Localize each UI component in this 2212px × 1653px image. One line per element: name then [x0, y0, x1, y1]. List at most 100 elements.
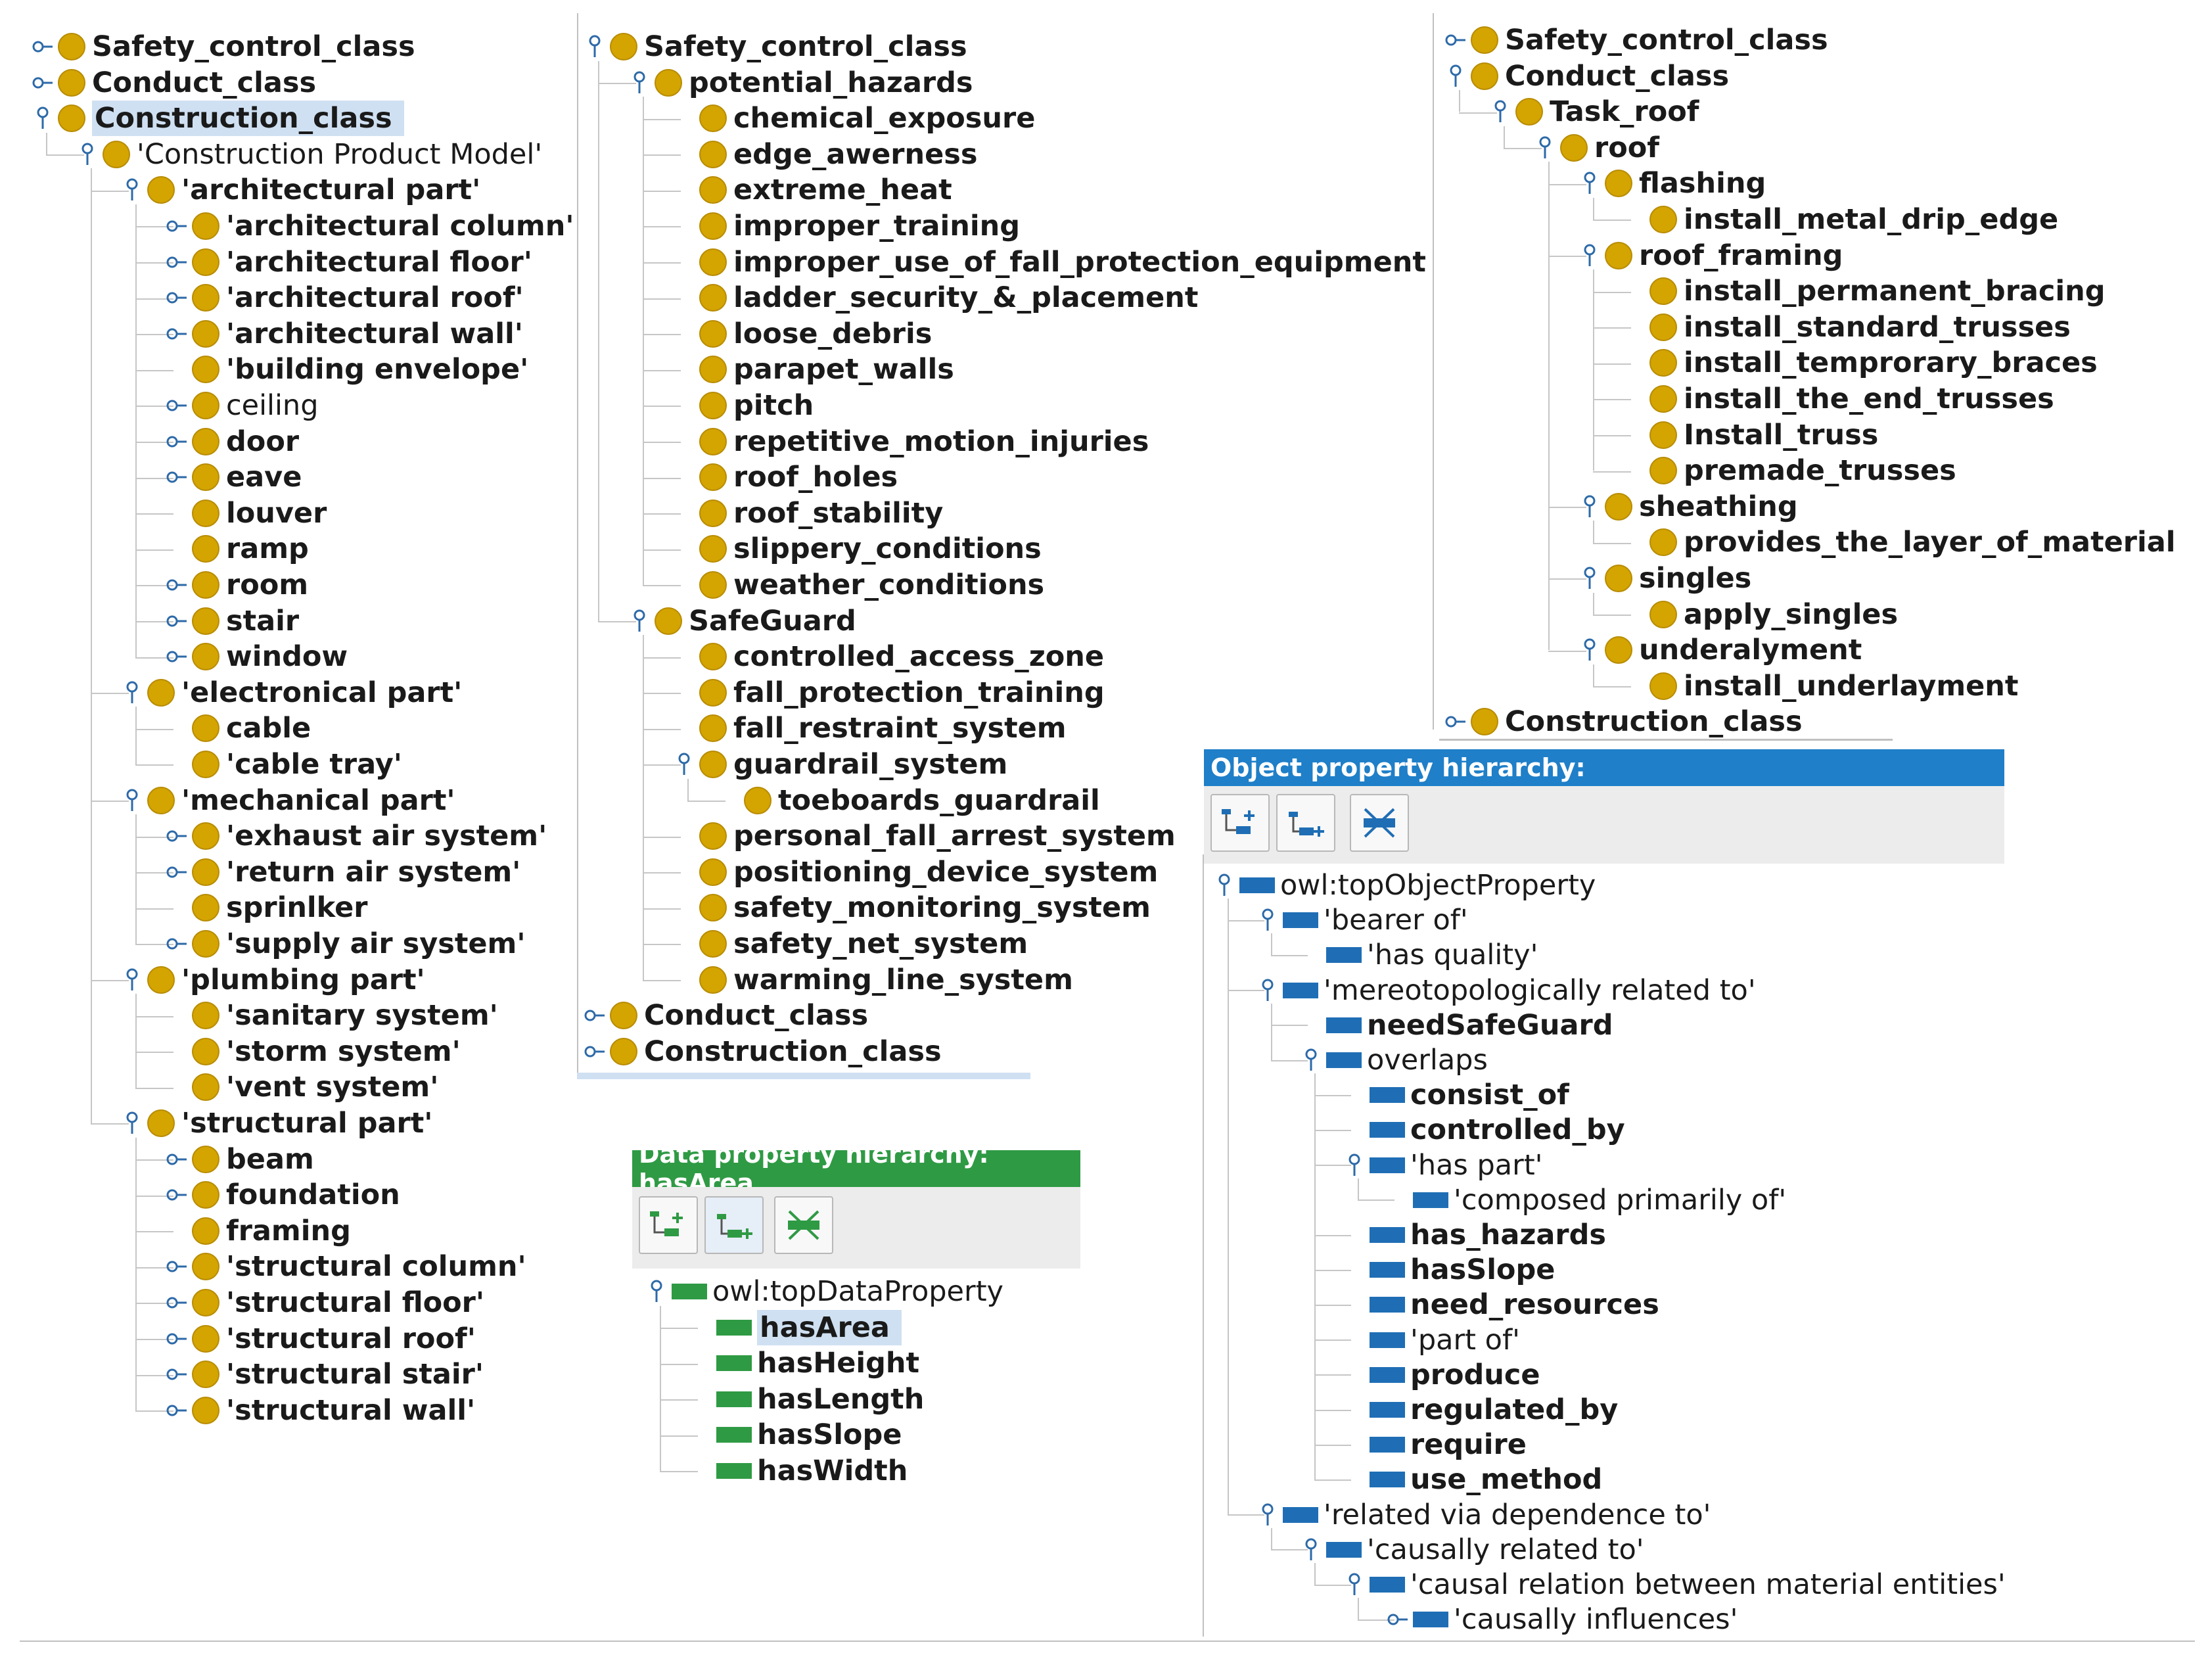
class-tree-item[interactable]: Task_roof: [1515, 94, 1699, 129]
expand-toggle-icon[interactable]: [166, 1326, 188, 1352]
collapse-toggle-icon[interactable]: [1256, 907, 1279, 933]
class-tree-item[interactable]: 'architectural column': [192, 208, 574, 244]
expand-toggle-icon[interactable]: [584, 1038, 606, 1065]
class-tree-item[interactable]: install_underlayment: [1649, 668, 2018, 704]
class-tree-item[interactable]: 'exhaust air system': [192, 818, 547, 854]
object-property-item[interactable]: 'part of': [1370, 1322, 1520, 1358]
class-tree-item[interactable]: 'storm system': [192, 1034, 461, 1069]
collapse-toggle-icon[interactable]: [121, 967, 143, 993]
class-tree-item[interactable]: install_metal_drip_edge: [1649, 202, 2058, 237]
expand-toggle-icon[interactable]: [166, 1290, 188, 1316]
class-tree-item[interactable]: cable: [192, 710, 311, 746]
expand-toggle-icon[interactable]: [1444, 27, 1467, 53]
class-tree-item[interactable]: positioning_device_system: [699, 854, 1158, 890]
collapse-toggle-icon[interactable]: [1343, 1152, 1366, 1178]
class-tree-item[interactable]: 'vent system': [192, 1069, 438, 1105]
class-tree-item[interactable]: 'architectural part': [147, 172, 480, 208]
class-tree-item[interactable]: fall_protection_training: [699, 675, 1105, 710]
class-tree-item[interactable]: Install_truss: [1649, 417, 1878, 453]
class-tree-item[interactable]: flashing: [1605, 166, 1766, 201]
class-tree-item[interactable]: ramp: [192, 531, 309, 567]
class-tree-item[interactable]: 'architectural roof': [192, 280, 524, 315]
object-property-item[interactable]: need_resources: [1370, 1287, 1659, 1322]
class-tree-item[interactable]: loose_debris: [699, 316, 932, 352]
class-tree-item[interactable]: 'supply air system': [192, 926, 526, 962]
collapse-toggle-icon[interactable]: [1489, 99, 1511, 125]
class-tree-item[interactable]: 'structural wall': [192, 1393, 475, 1428]
data-property-item[interactable]: hasLength: [716, 1382, 924, 1417]
class-tree-item[interactable]: 'structural floor': [192, 1285, 484, 1320]
class-tree-item[interactable]: install_permanent_bracing: [1649, 273, 2106, 309]
class-tree-item[interactable]: beam: [192, 1142, 314, 1177]
class-tree-item[interactable]: 'electronical part': [147, 675, 462, 710]
class-tree-item[interactable]: 'Construction Product Model': [103, 137, 542, 172]
class-tree-item[interactable]: sprinlker: [192, 890, 367, 925]
object-property-item[interactable]: 'has quality': [1326, 937, 1538, 973]
class-tree-item[interactable]: Construction_class: [58, 101, 404, 137]
class-tree-item[interactable]: SafeGuard: [655, 603, 856, 639]
data-property-item[interactable]: hasArea: [716, 1309, 902, 1345]
collapse-toggle-icon[interactable]: [121, 680, 143, 706]
class-tree-item[interactable]: install_standard_trusses: [1649, 310, 2071, 345]
collapse-toggle-icon[interactable]: [1578, 494, 1601, 520]
expand-toggle-icon[interactable]: [166, 392, 188, 419]
object-property-item[interactable]: hasSlope: [1370, 1252, 1555, 1288]
collapse-toggle-icon[interactable]: [1343, 1572, 1366, 1598]
collapse-toggle-icon[interactable]: [673, 751, 695, 778]
class-tree-item[interactable]: Conduct_class: [1471, 58, 1729, 94]
expand-toggle-icon[interactable]: [166, 931, 188, 957]
add-subproperty-button[interactable]: [1210, 794, 1270, 852]
class-tree-item[interactable]: 'return air system': [192, 854, 520, 890]
class-tree-item[interactable]: potential_hazards: [655, 65, 973, 101]
collapse-toggle-icon[interactable]: [1578, 243, 1601, 269]
collapse-toggle-icon[interactable]: [121, 1110, 143, 1136]
class-tree-item[interactable]: edge_awerness: [699, 137, 977, 172]
class-tree-item[interactable]: 'structural roof': [192, 1321, 476, 1357]
class-tree-item[interactable]: eave: [192, 459, 302, 495]
collapse-toggle-icon[interactable]: [121, 787, 143, 814]
expand-toggle-icon[interactable]: [32, 34, 54, 60]
collapse-toggle-icon[interactable]: [645, 1278, 668, 1305]
class-tree-item[interactable]: improper_use_of_fall_protection_equipmen…: [699, 244, 1426, 280]
class-tree-item[interactable]: underalyment: [1605, 632, 1862, 668]
object-property-item[interactable]: produce: [1370, 1357, 1540, 1393]
class-tree-item[interactable]: ladder_security_&_placement: [699, 280, 1198, 315]
collapse-toggle-icon[interactable]: [1256, 1502, 1279, 1528]
expand-toggle-icon[interactable]: [166, 213, 188, 239]
class-tree-item[interactable]: install_temprorary_braces: [1649, 345, 2098, 381]
collapse-toggle-icon[interactable]: [1256, 977, 1279, 1004]
delete-property-button[interactable]: [1350, 794, 1409, 852]
expand-toggle-icon[interactable]: [166, 1361, 188, 1387]
class-tree-item[interactable]: Safety_control_class: [610, 29, 967, 64]
class-tree-item[interactable]: roof_framing: [1605, 238, 1843, 273]
collapse-toggle-icon[interactable]: [1578, 170, 1601, 197]
class-tree-item[interactable]: ceiling: [192, 388, 319, 423]
object-property-item[interactable]: 'bearer of': [1283, 902, 1468, 938]
object-property-item[interactable]: controlled_by: [1370, 1112, 1625, 1148]
expand-toggle-icon[interactable]: [166, 1146, 188, 1173]
collapse-toggle-icon[interactable]: [584, 34, 606, 60]
object-property-item[interactable]: 'causally influences': [1413, 1602, 1738, 1637]
add-sibling-property-button[interactable]: [1276, 794, 1335, 852]
data-property-item[interactable]: hasHeight: [716, 1345, 919, 1381]
add-subproperty-button[interactable]: [639, 1196, 698, 1254]
class-tree-item[interactable]: Safety_control_class: [1471, 22, 1828, 58]
class-tree-item[interactable]: safety_net_system: [699, 926, 1028, 962]
object-property-item[interactable]: 'related via dependence to': [1283, 1497, 1711, 1533]
class-tree-item[interactable]: room: [192, 567, 308, 603]
collapse-toggle-icon[interactable]: [121, 177, 143, 203]
class-tree-item[interactable]: Construction_class: [1471, 704, 1803, 739]
object-property-item[interactable]: regulated_by: [1370, 1392, 1618, 1428]
class-tree-item[interactable]: foundation: [192, 1177, 400, 1213]
expand-toggle-icon[interactable]: [166, 429, 188, 455]
collapse-toggle-icon[interactable]: [1300, 1537, 1322, 1563]
class-tree-item[interactable]: Construction_class: [610, 1034, 942, 1069]
object-property-item[interactable]: has_hazards: [1370, 1217, 1606, 1253]
object-property-item[interactable]: 'has part': [1370, 1148, 1543, 1183]
expand-toggle-icon[interactable]: [1387, 1606, 1409, 1633]
class-tree-item[interactable]: 'architectural floor': [192, 244, 532, 280]
data-property-item[interactable]: hasWidth: [716, 1453, 908, 1489]
class-tree-item[interactable]: roof_stability: [699, 496, 943, 531]
class-tree-item[interactable]: weather_conditions: [699, 567, 1044, 603]
class-tree-item[interactable]: 'sanitary system': [192, 998, 498, 1033]
